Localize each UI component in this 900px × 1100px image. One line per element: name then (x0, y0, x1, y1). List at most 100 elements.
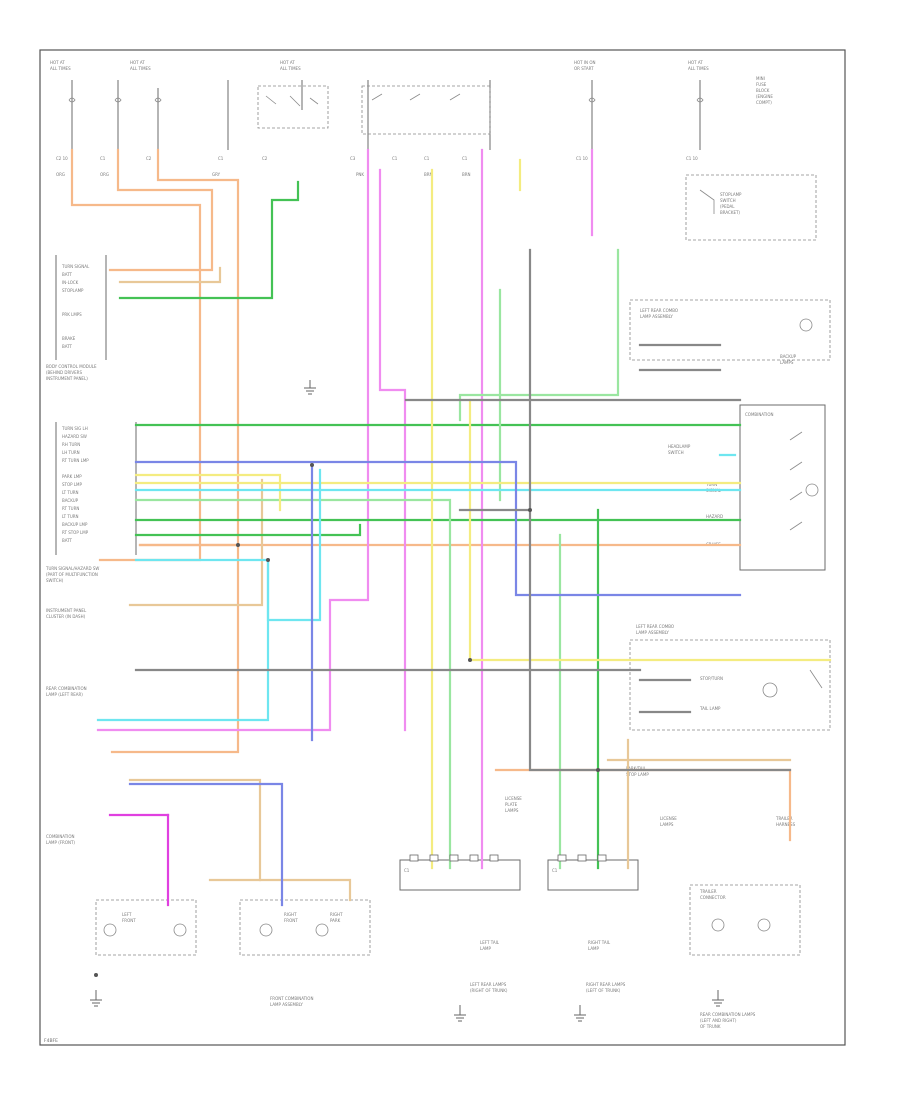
svg-text:FRONT COMBINATION: FRONT COMBINATION (270, 996, 313, 1001)
svg-text:RIGHT: RIGHT (330, 912, 343, 917)
footer-code: F4BFE (44, 1038, 58, 1044)
wires-cyan (96, 453, 742, 722)
svg-text:C2: C2 (146, 156, 152, 161)
svg-text:BACKUP LMP: BACKUP LMP (62, 522, 88, 527)
svg-text:LH TURN: LH TURN (62, 450, 80, 455)
svg-text:BRN: BRN (462, 172, 471, 177)
svg-text:STOP/TURN: STOP/TURN (700, 676, 723, 681)
wires-blue (128, 460, 742, 907)
svg-text:REAR COMBINATION: REAR COMBINATION (46, 686, 87, 691)
svg-text:OF TRUNK: OF TRUNK (700, 1024, 721, 1029)
svg-text:BATT: BATT (62, 272, 73, 277)
svg-text:C1: C1 (424, 156, 430, 161)
svg-text:(LEFT AND RIGHT): (LEFT AND RIGHT) (700, 1018, 737, 1023)
svg-text:LEFT REAR COMBO: LEFT REAR COMBO (636, 624, 674, 629)
svg-text:C1: C1 (392, 156, 398, 161)
svg-text:LEFT REAR LAMPS: LEFT REAR LAMPS (470, 982, 507, 987)
svg-text:LT TURN: LT TURN (62, 490, 79, 495)
svg-text:HOT AT: HOT AT (130, 60, 145, 65)
svg-text:FRONT: FRONT (122, 918, 136, 923)
svg-text:(RIGHT OF TRUNK): (RIGHT OF TRUNK) (470, 988, 508, 993)
svg-text:SWITCH): SWITCH) (46, 578, 64, 583)
right-upper-components: STOPLAMP SWITCH (PEDAL BRACKET) LEFT REA… (629, 174, 831, 365)
svg-text:STOPLAMP: STOPLAMP (62, 288, 84, 293)
svg-text:REAR COMBINATION LAMPS: REAR COMBINATION LAMPS (700, 1012, 756, 1017)
svg-text:LAMP ASSEMBLY: LAMP ASSEMBLY (636, 630, 669, 635)
bottom-connector-pins (409, 854, 607, 862)
svg-text:FUSE: FUSE (756, 82, 767, 87)
svg-text:TURN: TURN (705, 482, 717, 487)
svg-text:TAIL LAMP: TAIL LAMP (699, 706, 721, 711)
svg-text:MINI: MINI (756, 76, 765, 81)
svg-text:HARNESS: HARNESS (776, 822, 796, 827)
svg-text:PNK: PNK (356, 172, 364, 177)
svg-text:HOT AT: HOT AT (50, 60, 65, 65)
svg-text:COMBINATION: COMBINATION (745, 412, 774, 417)
svg-text:SWITCH: SWITCH (720, 198, 736, 203)
svg-text:HAZARD SW: HAZARD SW (62, 434, 87, 439)
svg-text:LAMP (LEFT REAR): LAMP (LEFT REAR) (46, 692, 83, 697)
svg-text:LEFT TAIL: LEFT TAIL (480, 940, 500, 945)
svg-text:(PEDAL: (PEDAL (720, 204, 735, 209)
svg-text:C1 10: C1 10 (686, 156, 698, 161)
svg-text:BRN: BRN (424, 172, 433, 177)
svg-text:PARK/TAIL: PARK/TAIL (626, 766, 647, 771)
svg-text:RIGHT REAR LAMPS: RIGHT REAR LAMPS (586, 982, 626, 987)
svg-text:(ENGINE: (ENGINE (756, 94, 773, 99)
svg-text:ORG: ORG (100, 172, 109, 177)
svg-text:PRK LMPS: PRK LMPS (62, 312, 82, 317)
svg-text:BLOCK: BLOCK (756, 88, 770, 93)
svg-text:HEADLAMP: HEADLAMP (668, 444, 691, 449)
svg-text:COMPT): COMPT) (756, 100, 772, 105)
svg-text:LICENSE: LICENSE (660, 816, 677, 821)
wires-pink (96, 148, 594, 907)
left-module-middle: TURN SIG LH HAZARD SW RH TURN LH TURN RT… (45, 422, 137, 697)
svg-text:BRACKET): BRACKET) (720, 210, 740, 215)
svg-text:OR START: OR START (574, 66, 594, 71)
left-module-upper: TURN SIGNAL BATT IN-LOCK STOPLAMP PRK LM… (46, 255, 107, 381)
svg-text:CLUSTER (IN DASH): CLUSTER (IN DASH) (46, 614, 86, 619)
svg-text:INSTRUMENT PANEL: INSTRUMENT PANEL (46, 608, 87, 613)
svg-text:RH TURN: RH TURN (62, 442, 80, 447)
svg-text:ALL TIMES: ALL TIMES (688, 66, 709, 71)
svg-text:HAZARD: HAZARD (706, 514, 723, 519)
svg-text:C1: C1 (462, 156, 468, 161)
svg-text:HOT AT: HOT AT (280, 60, 295, 65)
svg-text:BACKUP: BACKUP (62, 498, 79, 503)
svg-text:LAMP (FRONT): LAMP (FRONT) (46, 840, 75, 845)
svg-text:C1 10: C1 10 (576, 156, 588, 161)
svg-text:GRY: GRY (212, 172, 221, 177)
svg-text:RT TURN: RT TURN (62, 506, 79, 511)
svg-text:LEFT: LEFT (122, 912, 132, 917)
svg-text:STOP LAMP: STOP LAMP (626, 772, 649, 777)
svg-text:SWITCH: SWITCH (668, 450, 684, 455)
svg-text:INSTRUMENT PANEL): INSTRUMENT PANEL) (46, 376, 88, 381)
svg-text:BACKUP: BACKUP (780, 354, 797, 359)
svg-text:ALL TIMES: ALL TIMES (130, 66, 151, 71)
svg-text:LAMPS: LAMPS (780, 360, 794, 365)
svg-text:ALL TIMES: ALL TIMES (280, 66, 301, 71)
svg-text:TRAILER: TRAILER (775, 816, 793, 821)
svg-text:FRONT: FRONT (284, 918, 298, 923)
svg-text:BATT: BATT (62, 538, 73, 543)
wires-tan (118, 266, 792, 902)
svg-text:STOP LMP: STOP LMP (62, 482, 82, 487)
right-rear-lamp: LEFT REAR COMBO LAMP ASSEMBLY STOP/TURN … (629, 624, 831, 731)
svg-text:HOT AT: HOT AT (688, 60, 703, 65)
svg-text:LICENSE: LICENSE (505, 796, 522, 801)
svg-text:RT TURN LMP: RT TURN LMP (62, 458, 89, 463)
svg-text:BRAKE: BRAKE (62, 336, 76, 341)
ground-symbols (90, 380, 724, 1022)
svg-text:HOT IN ON: HOT IN ON (574, 60, 595, 65)
svg-text:LAMP: LAMP (588, 946, 600, 951)
wires-lightgreen (134, 248, 620, 870)
svg-text:ORG: ORG (56, 172, 65, 177)
svg-text:COMBINATION: COMBINATION (46, 834, 75, 839)
svg-text:BATT: BATT (62, 344, 73, 349)
svg-text:STOPLAMP: STOPLAMP (720, 192, 742, 197)
diagram-frame (39, 49, 846, 1046)
svg-text:TRAILER: TRAILER (699, 889, 717, 894)
